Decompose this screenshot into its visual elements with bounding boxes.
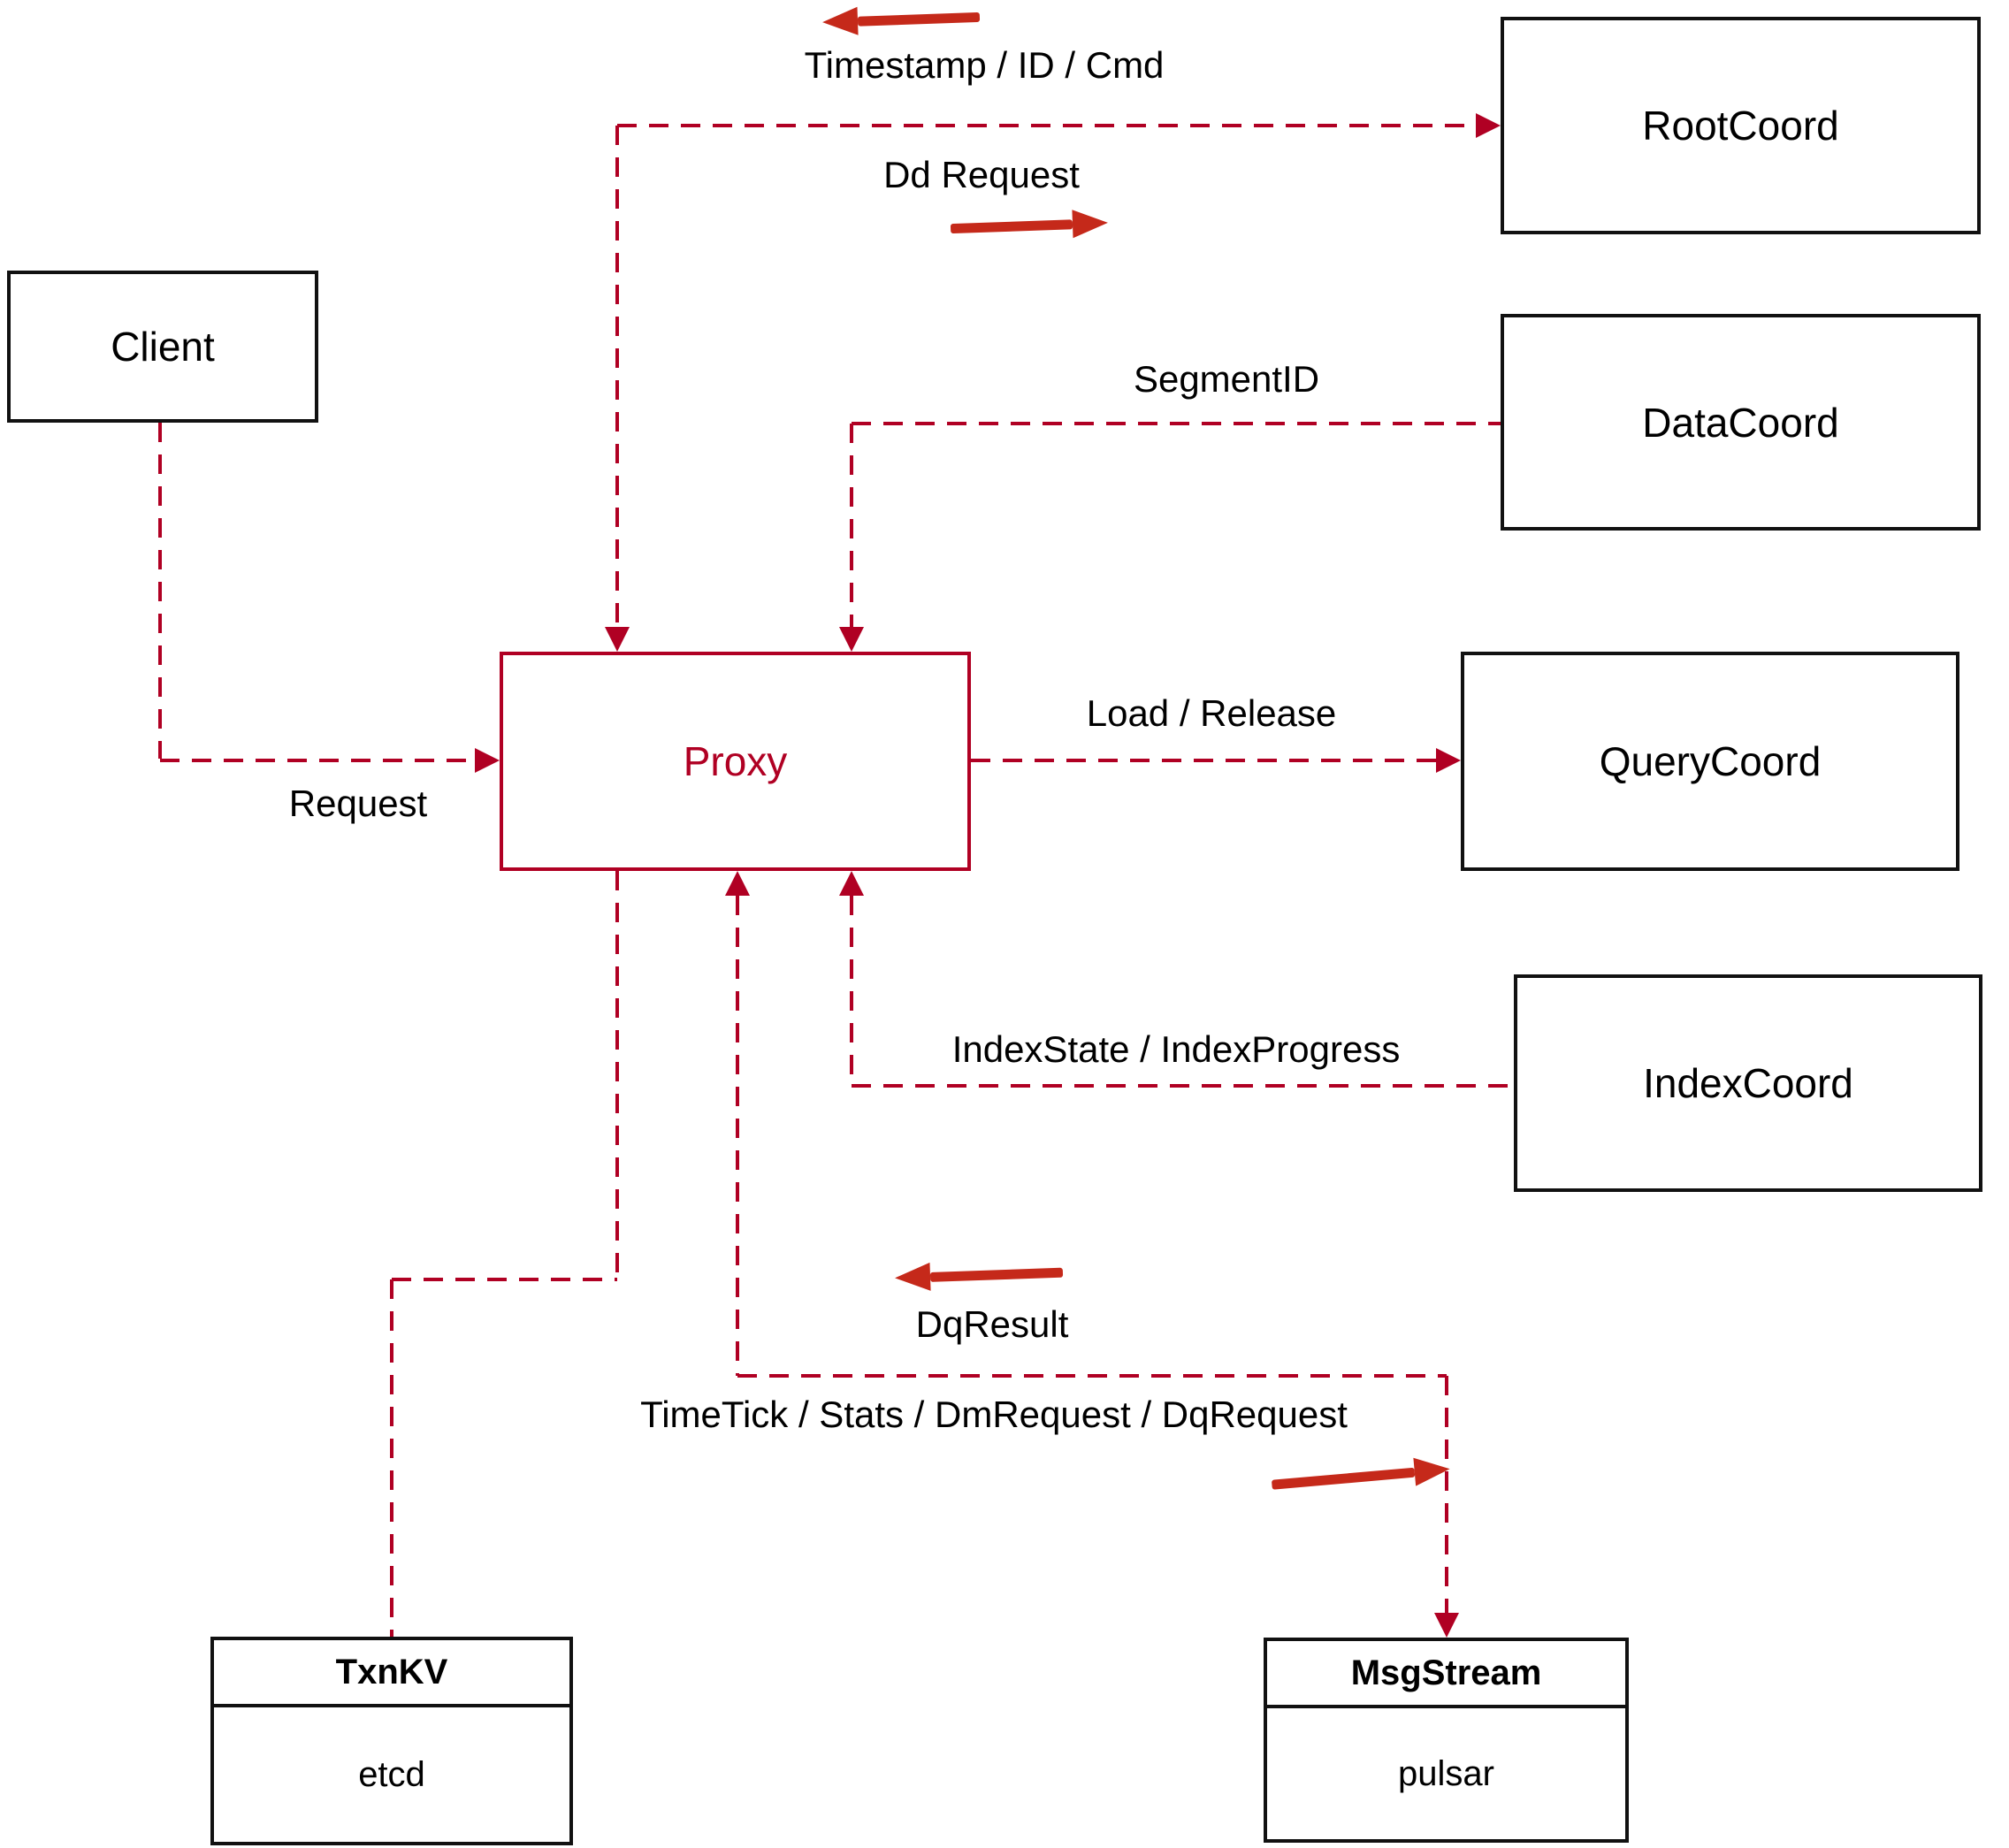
edge-data-proxy-horizontal [852, 422, 1501, 425]
right-arrowhead-icon [1072, 208, 1109, 239]
edge-index-proxy-vertical [850, 896, 853, 1084]
edge-root-proxy-vertical [615, 126, 619, 627]
arrow-shaft [857, 11, 981, 27]
left-arrow-icon [821, 3, 981, 37]
edge-label-load-release: Load / Release [1081, 692, 1342, 735]
node-datacoord: DataCoord [1501, 314, 1981, 531]
node-datacoord-label: DataCoord [1642, 399, 1839, 446]
left-arrow-icon [894, 1258, 1064, 1293]
node-msgstream-implementation: pulsar [1398, 1753, 1494, 1793]
right-arrow-icon [1271, 1455, 1452, 1498]
edge-client-proxy-vertical [158, 423, 162, 759]
node-txnkv: TxnKV etcd [210, 1637, 573, 1845]
arrow-shaft [1271, 1467, 1416, 1490]
edge-proxy-query-horizontal [971, 759, 1436, 762]
edge-label-segmentid: SegmentID [1127, 358, 1325, 401]
arrowhead-into-rootcoord-icon [1476, 113, 1501, 138]
arrowhead-into-proxy-top-left-icon [605, 627, 630, 652]
edge-root-proxy-horizontal [617, 124, 1476, 127]
right-arrowhead-icon [1413, 1455, 1452, 1486]
node-indexcoord: IndexCoord [1514, 974, 1982, 1192]
arrowhead-into-msgstream-icon [1434, 1613, 1459, 1638]
node-msgstream-title: MsgStream [1267, 1641, 1625, 1708]
edge-label-request: Request [283, 783, 433, 825]
node-proxy: Proxy [500, 652, 971, 871]
arrowhead-into-querycoord-icon [1436, 748, 1461, 773]
node-txnkv-implementation: etcd [358, 1754, 425, 1794]
edge-proxy-txnkv-vertical-lower [390, 1279, 393, 1637]
arrow-shaft [950, 218, 1073, 233]
node-querycoord-label: QueryCoord [1599, 738, 1822, 784]
node-rootcoord-label: RootCoord [1642, 103, 1839, 149]
edge-proxy-msgstream-vertical-upper [736, 896, 739, 1376]
arrowhead-into-proxy-bottom-left-icon [725, 871, 750, 896]
edge-label-timetick-stats: TimeTick / Stats / DmRequest / DqRequest [635, 1394, 1353, 1436]
node-rootcoord: RootCoord [1501, 17, 1981, 234]
edge-label-dqresult: DqResult [910, 1303, 1074, 1346]
node-querycoord: QueryCoord [1461, 652, 1959, 871]
edge-index-proxy-horizontal [852, 1084, 1514, 1088]
right-arrow-icon [950, 208, 1109, 242]
node-proxy-label: Proxy [683, 738, 788, 784]
edge-proxy-msgstream-vertical-lower [1445, 1376, 1448, 1613]
arrowhead-into-proxy-left-icon [475, 748, 500, 773]
arrowhead-into-proxy-bottom-right-icon [839, 871, 864, 896]
edge-proxy-msgstream-horizontal [737, 1374, 1447, 1378]
edge-label-timestamp-id-cmd: Timestamp / ID / Cmd [798, 44, 1170, 87]
node-txnkv-title: TxnKV [214, 1640, 569, 1707]
edge-label-dd-request: Dd Request [878, 154, 1085, 196]
edge-proxy-txnkv-horizontal [392, 1278, 617, 1281]
arrowhead-into-proxy-top-right-icon [839, 627, 864, 652]
left-arrowhead-icon [821, 6, 859, 37]
edge-data-proxy-vertical [850, 424, 853, 627]
node-client: Client [7, 271, 318, 423]
node-msgstream: MsgStream pulsar [1264, 1638, 1629, 1843]
node-indexcoord-label: IndexCoord [1643, 1060, 1853, 1106]
left-arrowhead-icon [894, 1262, 931, 1293]
arrow-shaft [929, 1267, 1064, 1282]
edge-label-indexstate-progress: IndexState / IndexProgress [946, 1028, 1406, 1071]
edge-client-proxy-horizontal [160, 759, 475, 762]
node-client-label: Client [111, 324, 215, 370]
edge-proxy-txnkv-vertical-upper [615, 871, 619, 1279]
